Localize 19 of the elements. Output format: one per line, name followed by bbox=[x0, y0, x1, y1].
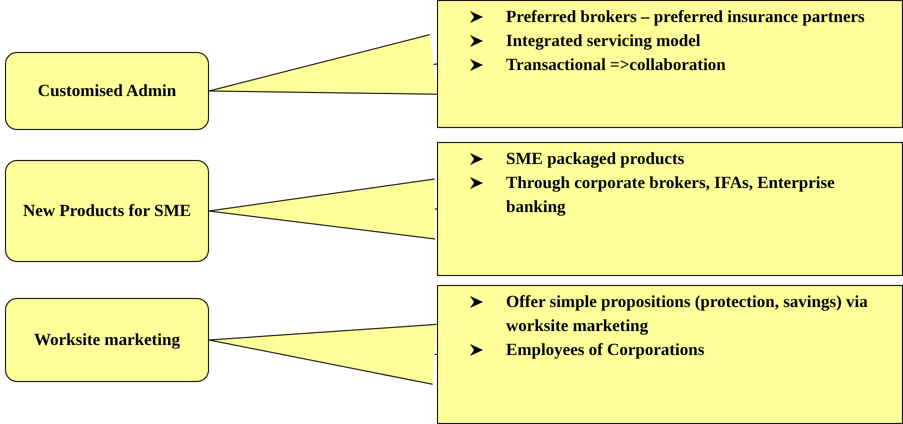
callout-box bbox=[437, 142, 903, 276]
bullet-point: Integrated servicing model bbox=[506, 31, 701, 50]
bullet-point: SME packaged products bbox=[506, 149, 684, 168]
rounded-box bbox=[5, 298, 209, 382]
bullet-point: Employees of Corporations bbox=[506, 340, 704, 359]
box-label: New Products for SME bbox=[23, 201, 191, 221]
bullet-point: Offer simple propositions (protection, savings) via worksite marketing bbox=[506, 292, 868, 335]
callout-box bbox=[437, 0, 903, 128]
box-label: Worksite marketing bbox=[34, 330, 180, 350]
callout-arrow bbox=[208, 324, 438, 385]
bullet-point: Through corporate brokers, IFAs, Enterprise banking bbox=[506, 173, 835, 216]
bullet-point: Preferred brokers – preferred insurance partners bbox=[506, 7, 865, 26]
callout-arrow bbox=[208, 178, 438, 240]
rounded-box bbox=[5, 160, 209, 262]
box-label: Customised Admin bbox=[38, 81, 176, 101]
callout-arrow bbox=[208, 34, 438, 95]
rounded-box bbox=[5, 52, 209, 130]
callout-box bbox=[437, 285, 903, 424]
bullet-point: Transactional =>collaboration bbox=[506, 55, 726, 74]
